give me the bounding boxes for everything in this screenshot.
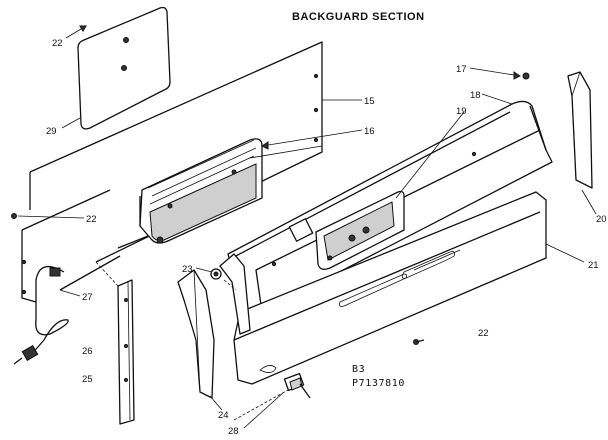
leader-19 — [395, 111, 465, 199]
leader-18 — [481, 93, 513, 105]
callout-19: 19 — [456, 106, 467, 117]
leader-20 — [581, 189, 597, 215]
callout-29: 29 — [46, 126, 57, 137]
leader-24 — [209, 395, 223, 411]
part-19-clock-module — [315, 190, 405, 270]
part-29-panel — [77, 6, 171, 130]
part-22-screw-left — [11, 213, 17, 219]
callout-24: 24 — [218, 410, 229, 421]
leader-28 — [243, 391, 285, 429]
callout-22-lower: 22 — [478, 328, 489, 339]
leader-23 — [195, 267, 213, 273]
part-22-screw-lower — [413, 339, 425, 345]
part-17-screw — [522, 72, 530, 80]
leader-17 — [469, 67, 521, 77]
part-16-light-housing — [117, 138, 323, 249]
callout-21: 21 — [588, 260, 599, 271]
left-end-cap-upper — [219, 253, 251, 335]
callout-22-left: 22 — [86, 214, 97, 225]
part-26-27-wiring — [13, 255, 121, 365]
leader-16 — [261, 129, 363, 147]
callout-28: 28 — [228, 426, 239, 437]
leader-dashed-2 — [233, 389, 289, 421]
leader-29 — [61, 117, 81, 129]
callout-26: 26 — [82, 346, 93, 357]
callout-16: 16 — [364, 126, 375, 137]
callout-22-top: 22 — [52, 38, 63, 49]
part-25-vertical-channel — [117, 279, 135, 425]
leader-dashed-1 — [95, 261, 119, 287]
model-code-line-1: B3 — [352, 364, 365, 375]
callout-17: 17 — [456, 64, 467, 75]
callout-15: 15 — [364, 96, 375, 107]
part-23-socket — [210, 268, 222, 280]
arrowhead-16 — [261, 141, 269, 150]
model-code-line-2: P7137810 — [352, 378, 405, 389]
callout-18: 18 — [470, 90, 481, 101]
part-20-right-end-cap — [567, 71, 593, 189]
callout-25: 25 — [82, 374, 93, 385]
part-24-left-end-cap — [177, 269, 215, 399]
arrowhead-17 — [513, 71, 521, 80]
callout-20: 20 — [596, 214, 607, 225]
leader-22-left — [17, 215, 85, 219]
callout-27: 27 — [82, 292, 93, 303]
diagram-title: BACKGUARD SECTION — [292, 11, 425, 23]
arrowhead-22-top — [79, 25, 87, 32]
part-28-terminal-block — [283, 372, 311, 399]
leader-21 — [545, 243, 585, 263]
callout-23: 23 — [182, 264, 193, 275]
part-21-lower-trim — [233, 191, 547, 385]
leader-dashed-3 — [223, 279, 237, 291]
leader-27 — [59, 289, 81, 297]
